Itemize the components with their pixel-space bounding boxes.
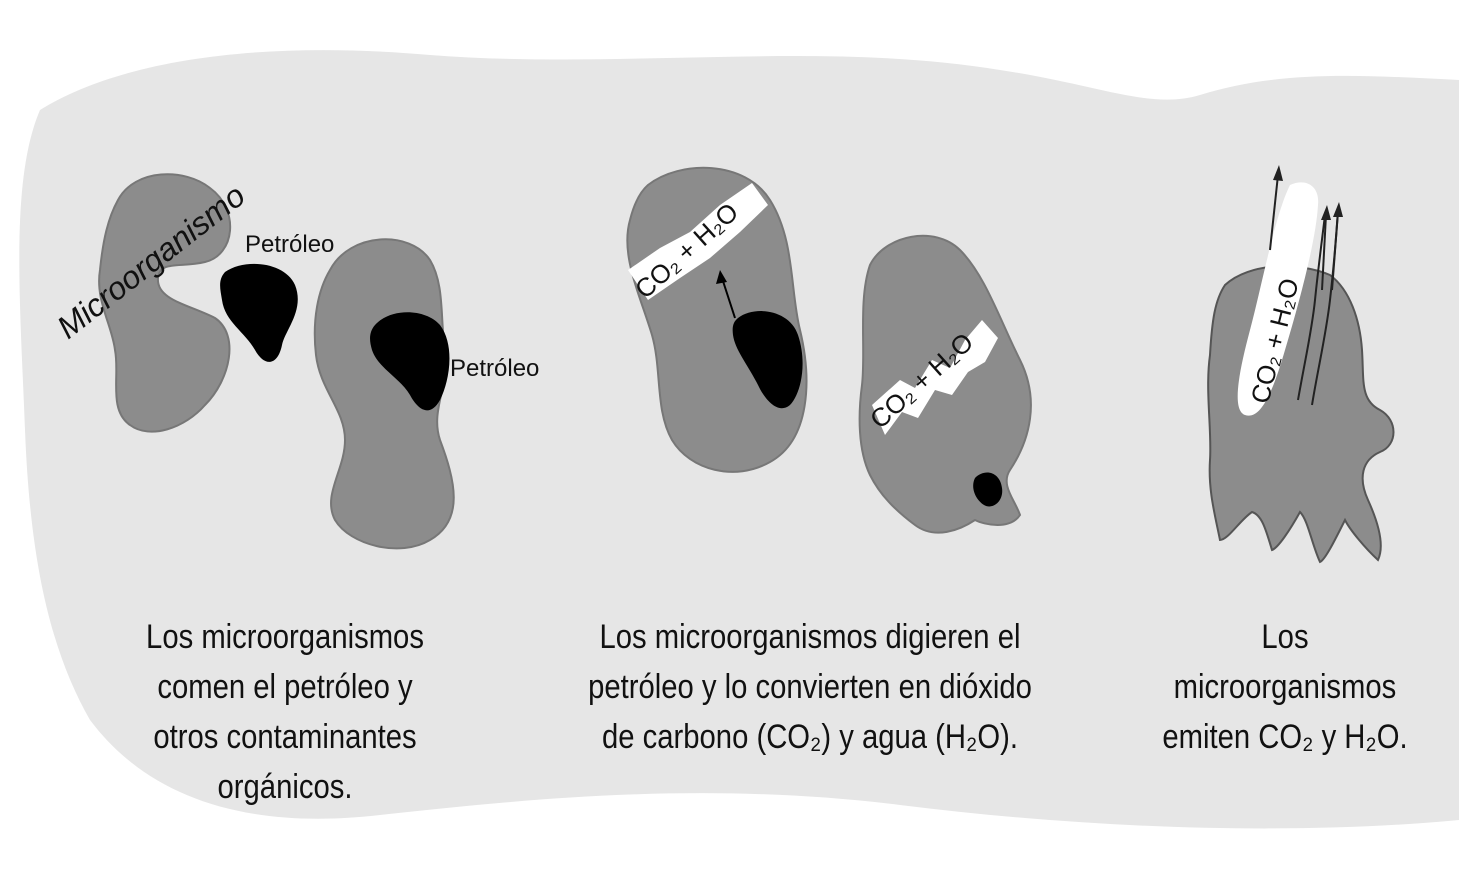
oil-drop-top: [220, 263, 298, 362]
microorganism-left: [98, 173, 232, 433]
panel-3: CO₂ + H₂O: [1207, 165, 1395, 564]
caption-line: de carbono (CO₂) y agua (H₂O).: [602, 718, 1018, 756]
caption-panel-3: Los microorganismos emiten CO₂ y H₂O.: [1143, 612, 1427, 762]
arrow-head-right-1: [1273, 165, 1283, 181]
arrow-shaft-right-2: [1321, 214, 1327, 291]
oil-label-right: Petróleo: [450, 355, 539, 382]
emission-stream-1: [1297, 214, 1326, 401]
caption-line: Los microorganismos digieren el: [599, 618, 1021, 656]
oil-inside-middle-left: [732, 311, 803, 409]
arrow-shaft-right-1: [1269, 174, 1279, 251]
caption-line: petróleo y lo convierten en dióxido: [588, 668, 1032, 706]
gas-band-middle-left: [628, 183, 768, 300]
oil-inside-right: [370, 312, 450, 411]
arrow-head-middle: [716, 270, 727, 284]
arrow-shaft-right-3: [1331, 211, 1339, 291]
caption-line: otros contaminantes: [153, 718, 417, 756]
caption-line: comen el petróleo y: [157, 668, 413, 706]
oil-label-top: Petróleo: [245, 231, 334, 258]
arrow-head-right-2: [1321, 205, 1331, 220]
oil-speck-middle-right: [973, 472, 1003, 507]
caption-line: Los microorganismos: [146, 618, 424, 656]
gas-band-middle-right: [872, 320, 998, 435]
panel-2: CO₂ + H₂O CO₂ + H₂O: [626, 166, 1032, 534]
arrow-shaft-middle: [721, 277, 736, 319]
caption-line: microorganismos: [1173, 668, 1397, 706]
arrow-head-right-3: [1333, 202, 1343, 217]
caption-panel-1: Los microorganismos comen el petróleo y …: [109, 612, 462, 812]
caption-line: Los: [1261, 618, 1309, 656]
caption-line: orgánicos.: [217, 768, 353, 806]
caption-panel-2: Los microorganismos digieren el petróleo…: [569, 612, 1051, 762]
gas-band-right-panel: [1237, 182, 1319, 416]
caption-line: emiten CO₂ y H₂O.: [1162, 718, 1408, 756]
